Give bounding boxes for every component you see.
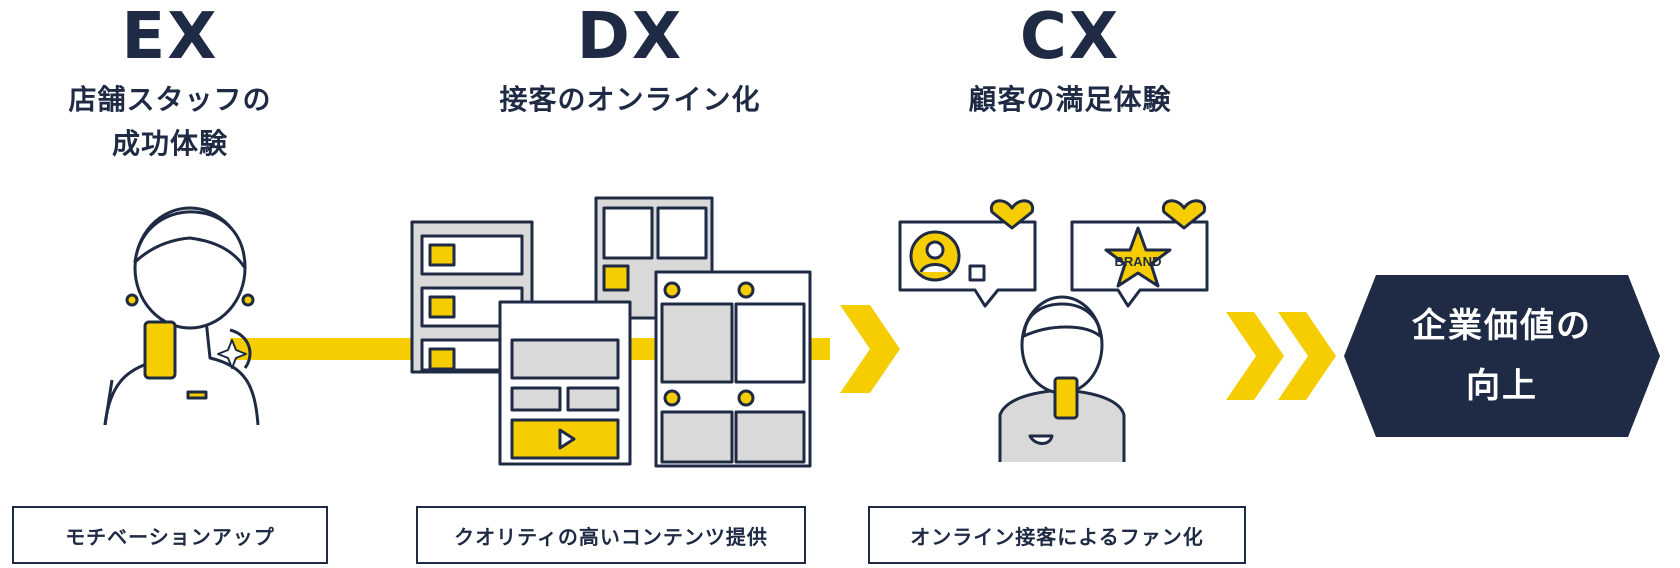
customer-with-smartphone-icon [998, 295, 1126, 462]
result-line2: 向上 [1466, 366, 1538, 406]
cx-code: CX [1019, 0, 1121, 74]
brand-star-label: BRAND [1115, 254, 1162, 269]
cx-title: 顧客の満足体験 [968, 83, 1172, 116]
ex-title-line1: 店舗スタッフの [68, 83, 272, 116]
customer-review-bubbles [898, 199, 1209, 308]
staff-with-smartphone-icon [103, 206, 260, 426]
dx-label-text: クオリティの高いコンテンツ提供 [454, 524, 768, 549]
cx-label-box: オンライン接客によるファン化 [868, 506, 1246, 564]
ex-code: EX [121, 0, 219, 74]
ex-label-box: モチベーションアップ [12, 506, 328, 564]
online-content-screens-icon [410, 196, 812, 468]
ex-title-line2: 成功体験 [111, 127, 228, 160]
result-hexagon [1344, 275, 1660, 437]
double-chevron-arrow-icon [1226, 312, 1336, 400]
cx-label-text: オンライン接客によるファン化 [910, 524, 1204, 549]
dx-label-box: クオリティの高いコンテンツ提供 [416, 506, 806, 564]
flow-arrow-head [840, 305, 900, 393]
ex-label-text: モチベーションアップ [65, 524, 275, 549]
dx-code: DX [576, 0, 684, 74]
result-line1: 企業価値の [1412, 306, 1592, 346]
dx-title: 接客のオンライン化 [499, 83, 761, 116]
